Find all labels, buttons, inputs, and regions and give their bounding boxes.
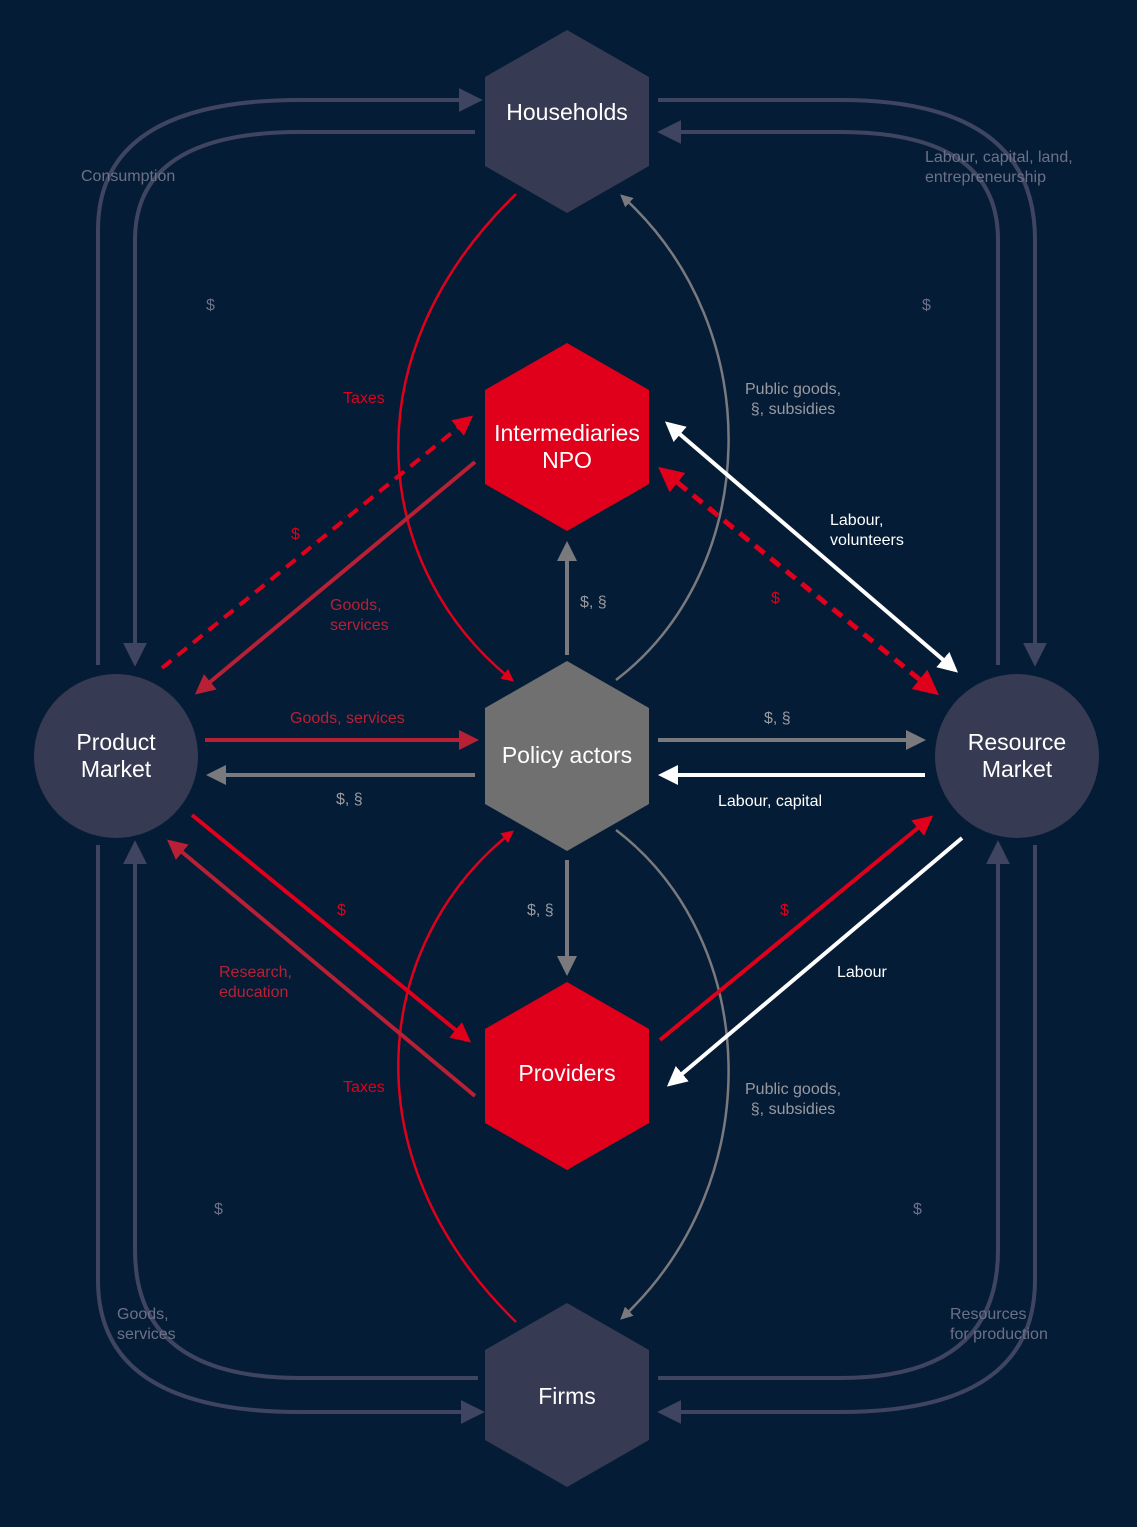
label-public-goods-top: Public goods, §, subsidies: [745, 381, 842, 418]
label-labour-capital-land: Labour, capital, land, entrepreneurship: [925, 149, 1073, 186]
product-market-node[interactable]: [34, 674, 198, 838]
label-dollar-red-lower-left: $: [337, 902, 346, 919]
arrow-product-to-households: [96, 88, 483, 665]
label-taxes-bottom: Taxes: [343, 1079, 385, 1096]
arrow-intermediaries-resource-dollar: [658, 466, 939, 696]
arrow-resource-to-households: [657, 120, 1000, 665]
households-node[interactable]: [485, 30, 649, 213]
arrow-providers-to-resource-dollar: [658, 815, 934, 1042]
label-dollar-bottom-left: $: [214, 1201, 223, 1218]
label-dollar-section-right: $, §: [764, 710, 791, 727]
label-dollar-bottom-right: $: [913, 1201, 922, 1218]
arrow-product-to-intermediaries-dollar: [160, 415, 474, 670]
label-dollar-red-lower-right: $: [780, 902, 789, 919]
product-market-label: Product Market: [76, 729, 156, 782]
resource-market-node[interactable]: [935, 674, 1099, 838]
label-goods-services-red: Goods, services: [330, 597, 389, 634]
arrow-households-to-resource: [658, 98, 1047, 667]
resource-market-label: Resource Market: [967, 729, 1067, 782]
arrow-product-to-firms: [96, 845, 485, 1424]
households-label: Households: [506, 99, 628, 125]
intermediaries-label: Intermediaries NPO: [494, 420, 640, 473]
label-public-goods-bottom: Public goods, §, subsidies: [745, 1081, 842, 1118]
firms-node[interactable]: [485, 1303, 649, 1487]
label-dollar-red-left: $: [291, 526, 300, 543]
intermediaries-node[interactable]: [485, 343, 649, 531]
arrow-firms-to-resource: [658, 840, 1010, 1380]
label-resources-for-production: Resources for production: [950, 1306, 1048, 1343]
label-dollar-top-right: $: [922, 297, 931, 314]
arrow-resource-to-firms: [657, 845, 1037, 1424]
arrow-resource-to-providers-labour: [666, 836, 964, 1087]
label-dollar-red-right: $: [771, 590, 780, 607]
label-dollar-section-down: $, §: [527, 902, 554, 919]
label-dollar-section-left: $, §: [336, 791, 363, 808]
label-labour-capital: Labour, capital: [718, 793, 823, 810]
label-labour: Labour: [837, 964, 887, 981]
label-dollar-top-left: $: [206, 297, 215, 314]
providers-node[interactable]: [485, 982, 649, 1170]
providers-label: Providers: [518, 1060, 616, 1086]
label-dollar-section-up: $, §: [580, 594, 607, 611]
arrow-intermediaries-to-product-goods: [194, 460, 477, 695]
public-goods-policy-to-firms: [615, 829, 730, 1320]
label-research-education: Research, education: [219, 964, 292, 1001]
arrow-firms-to-product: [123, 840, 478, 1380]
arrow-households-to-product: [123, 130, 475, 667]
nodes: [34, 30, 1099, 1487]
outer-loops: [96, 88, 1047, 1424]
policy-actors-label: Policy actors: [501, 742, 633, 768]
arrow-providers-to-product-research: [166, 839, 477, 1098]
taxes-households-to-policy: [397, 193, 517, 682]
label-goods-services-mid: Goods, services: [290, 710, 405, 727]
firms-label: Firms: [538, 1383, 596, 1409]
taxes-firms-to-policy: [397, 830, 517, 1323]
label-consumption: Consumption: [81, 168, 176, 185]
straight-flows: [160, 415, 964, 1098]
label-goods-services-bottom: Goods, services: [117, 1306, 176, 1343]
label-labour-volunteers: Labour, volunteers: [830, 512, 904, 549]
arrow-product-to-providers-dollar: [190, 813, 472, 1043]
policy-actors-node[interactable]: [485, 661, 649, 851]
label-taxes-top: Taxes: [343, 390, 385, 407]
